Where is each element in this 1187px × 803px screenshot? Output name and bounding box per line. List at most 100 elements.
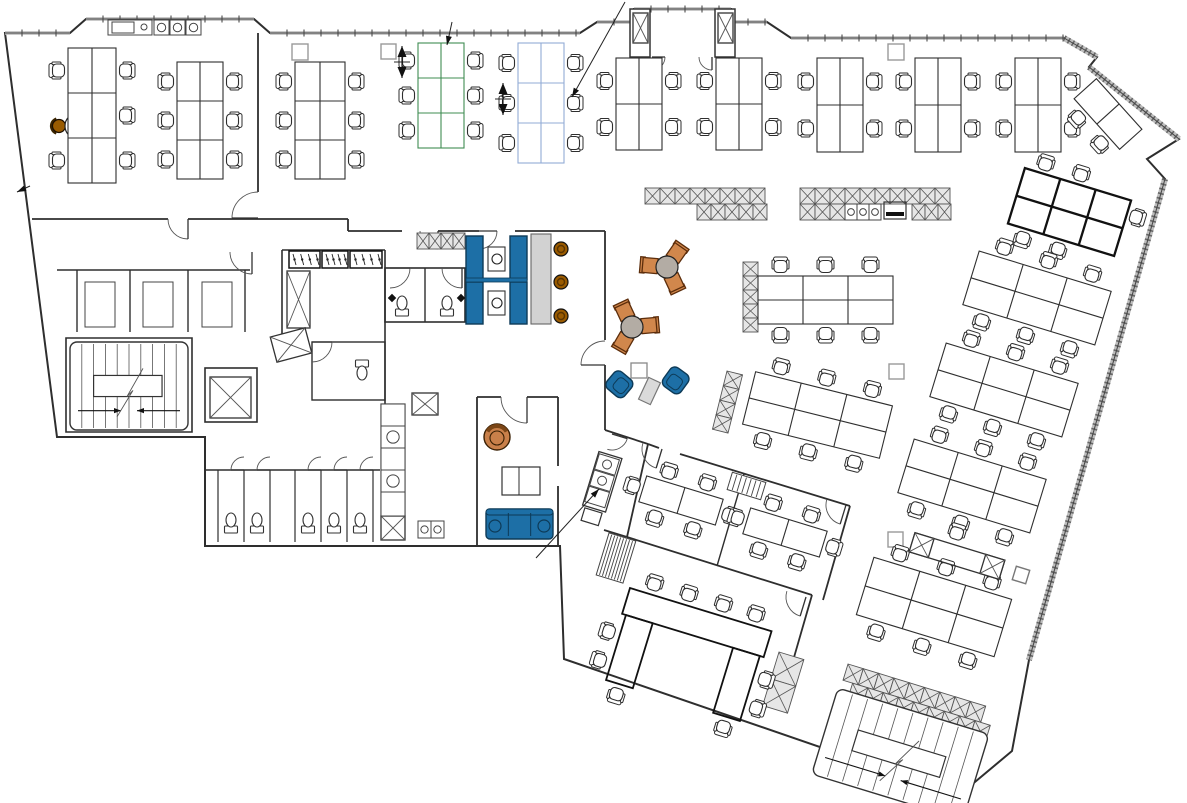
door-arc [256,456,271,471]
office-chair [1082,264,1103,283]
curtain-wall [270,29,580,37]
desk-cluster [275,61,365,180]
office-chair [566,54,584,72]
office-chair [801,505,822,524]
coat-rack [349,250,383,269]
appliance [380,447,406,471]
office-chair [644,573,665,592]
door-arc [500,396,528,424]
curtain-wall [791,34,1064,42]
office-chair [157,72,175,91]
hatched-wall [1062,35,1099,60]
office-chair [862,379,883,399]
office-chair [947,522,967,541]
office-chair [757,670,776,690]
elevator [286,270,311,329]
locker-row [842,663,987,723]
conference-table [620,586,773,659]
booth-chair [491,297,503,309]
office-chair [606,686,626,706]
booth-bench [509,281,528,325]
cabinet [430,520,445,539]
toilet [352,512,368,534]
copier [883,201,907,220]
office-chair [713,594,734,613]
office-chair [679,583,699,603]
column-marker [888,363,905,380]
long-table [757,256,894,344]
staircase [69,341,189,431]
office-chair [225,72,243,91]
office-chair [787,553,807,572]
office-chair [713,719,733,739]
office-chair [865,119,883,138]
door-arc [607,433,628,451]
booth-bench [509,235,528,281]
toilet [439,295,455,317]
office-chair [118,61,136,80]
office-chair [994,237,1015,256]
sideboard-end [979,553,1006,581]
office-chair [466,86,484,105]
appliance [589,469,616,493]
accessible-wc [311,341,386,401]
office-chair [797,119,815,138]
office-chair [588,650,608,670]
office-chair [1017,452,1038,471]
dining-chair [640,315,661,335]
desk-cluster [897,425,1047,547]
office-chair [994,528,1015,547]
locker-row [696,203,768,221]
locker-column [711,370,744,434]
office-chair [1015,326,1036,345]
meeting-table [622,461,740,540]
column-marker [887,43,905,61]
lounge-armchair [605,370,634,399]
office-chair [752,431,773,451]
appliance [153,19,170,36]
office-chair [225,150,243,169]
louver-grille [726,471,767,501]
office-chair [118,151,136,170]
desk-cluster [929,329,1079,451]
office-chair [958,651,978,670]
sink-cell [844,203,858,221]
office-chair [763,493,783,512]
desk-cluster [895,57,981,153]
office-chair [746,604,766,623]
office-chair [865,72,883,91]
corner-desk [1066,77,1143,155]
sink-mark [456,293,466,303]
office-chair [771,357,791,376]
booth-divider [465,277,528,283]
locker-row [416,232,466,250]
office-chair [606,686,626,706]
office-chair [347,111,365,130]
office-chair [748,698,768,719]
desk-cluster [995,57,1081,153]
appliance [380,491,406,517]
office-chair [816,256,835,274]
office-chair [764,118,782,136]
office-chair [861,256,880,274]
office-chair [726,507,745,528]
toilet [354,359,370,381]
storage-shelf [84,281,116,328]
office-chair [597,621,616,641]
office-chair [746,604,766,623]
office-chair [664,118,682,136]
desk-cluster [797,57,883,153]
office-chair [961,329,982,348]
office-chair [644,573,665,592]
door-arc [389,267,411,289]
toilet [223,512,239,534]
office-chair [596,118,614,136]
office-chair [466,51,484,70]
cabinet [417,520,432,539]
office-chair [679,583,699,603]
office-chair [1049,356,1070,375]
leader-arrow [16,185,31,193]
office-chair [713,719,733,739]
office-chair [275,150,293,169]
office-chair [644,509,665,528]
